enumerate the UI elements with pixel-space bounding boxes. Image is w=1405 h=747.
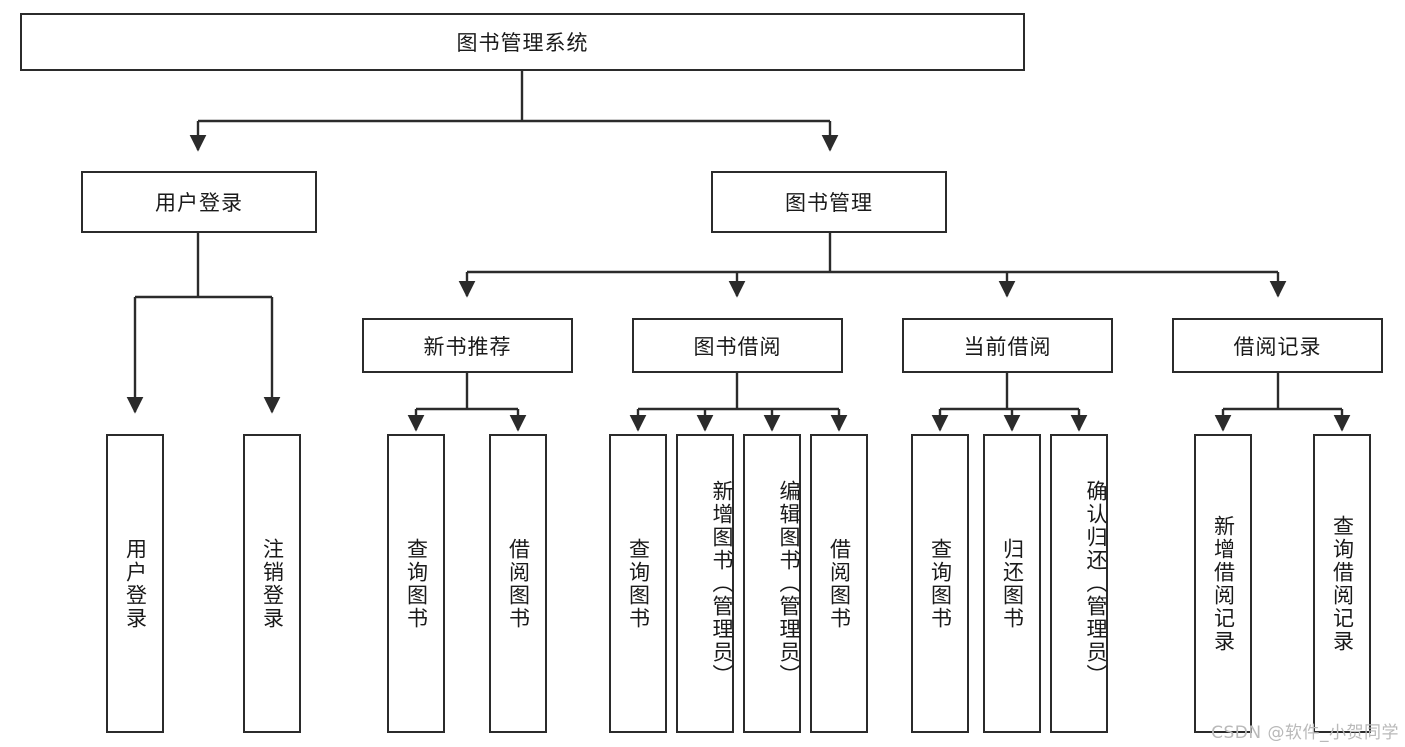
- leaf-label: 查询图书: [626, 537, 651, 630]
- leaf-book-borrow-lend[interactable]: 借阅图书: [810, 434, 868, 733]
- leaf-label: 借阅图书: [827, 537, 852, 630]
- node-borrow-record-label: 借阅记录: [1233, 334, 1322, 359]
- node-book-management-label: 图书管理: [785, 191, 873, 215]
- node-user-login-label: 用户登录: [155, 191, 243, 215]
- leaf-book-borrow-edit[interactable]: 编辑图书（管理员）: [743, 434, 801, 733]
- node-book-management[interactable]: 图书管理: [711, 171, 947, 233]
- leaf-label: 用户登录: [123, 537, 148, 630]
- leaf-label: 新增借阅记录: [1211, 514, 1236, 653]
- node-book-borrow[interactable]: 图书借阅: [632, 318, 843, 373]
- node-current-borrow-label: 当前借阅: [963, 334, 1052, 359]
- leaf-label: 借阅图书: [506, 537, 531, 630]
- leaf-borrow-record-query[interactable]: 查询借阅记录: [1313, 434, 1371, 733]
- watermark: CSDN @软件_小贺同学: [1211, 723, 1399, 743]
- node-new-book-recommend-label: 新书推荐: [423, 334, 512, 359]
- leaf-current-borrow-confirm-return[interactable]: 确认归还（管理员）: [1050, 434, 1108, 733]
- leaf-user-login-signout[interactable]: 注销登录: [243, 434, 301, 733]
- leaf-label: 编辑图书（管理员）: [777, 480, 801, 687]
- node-borrow-record[interactable]: 借阅记录: [1172, 318, 1383, 373]
- leaf-label: 注销登录: [260, 537, 285, 630]
- leaf-borrow-record-add[interactable]: 新增借阅记录: [1194, 434, 1252, 733]
- node-new-book-recommend[interactable]: 新书推荐: [362, 318, 573, 373]
- node-root[interactable]: 图书管理系统: [20, 13, 1025, 71]
- leaf-label: 查询图书: [928, 537, 953, 630]
- node-root-label: 图书管理系统: [456, 31, 589, 55]
- leaf-label: 新增图书（管理员）: [710, 480, 734, 687]
- leaf-user-login-signin[interactable]: 用户登录: [106, 434, 164, 733]
- leaf-book-borrow-add[interactable]: 新增图书（管理员）: [676, 434, 734, 733]
- leaf-new-book-borrow[interactable]: 借阅图书: [489, 434, 547, 733]
- node-book-borrow-label: 图书借阅: [693, 334, 782, 359]
- node-current-borrow[interactable]: 当前借阅: [902, 318, 1113, 373]
- leaf-label: 查询图书: [404, 537, 429, 630]
- leaf-book-borrow-query[interactable]: 查询图书: [609, 434, 667, 733]
- leaf-label: 查询借阅记录: [1330, 514, 1355, 653]
- node-user-login[interactable]: 用户登录: [81, 171, 317, 233]
- leaf-current-borrow-return[interactable]: 归还图书: [983, 434, 1041, 733]
- leaf-label: 归还图书: [1000, 537, 1025, 630]
- leaf-label: 确认归还（管理员）: [1084, 480, 1108, 687]
- leaf-current-borrow-query[interactable]: 查询图书: [911, 434, 969, 733]
- leaf-new-book-query[interactable]: 查询图书: [387, 434, 445, 733]
